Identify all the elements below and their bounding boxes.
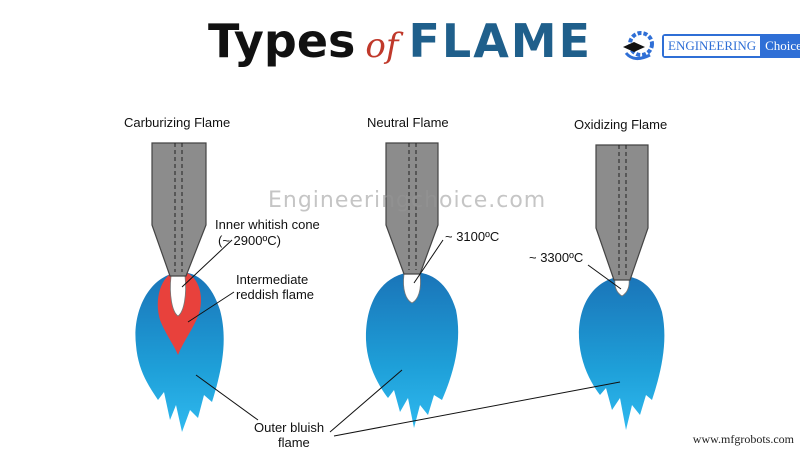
outer-bluish-flame [135, 272, 224, 432]
outer-bluish-flame [365, 272, 459, 428]
torch-nozzle [151, 142, 207, 277]
carburizing-flame-group: Carburizing Flame Inner whitish cone (~ … [124, 115, 320, 432]
logo-word-engineering: ENGINEERING [664, 36, 761, 56]
logo: ENGINEERING Choice [620, 27, 800, 65]
intermediate-label-2: reddish flame [236, 287, 314, 302]
inner-cone-temp: (~ 2900ºC) [218, 233, 281, 248]
watermark: Engineeringchoice.com [268, 188, 547, 213]
outer-flame-label-2: flame [278, 435, 310, 450]
gear-graduation-cap-icon [623, 31, 654, 60]
logo-word-choice: Choice [760, 36, 800, 56]
oxidizing-flame-group: Oxidizing Flame ~ 3300ºC [529, 117, 667, 430]
outer-bluish-flame [578, 276, 665, 430]
neutral-flame-group: Neutral Flame ~ 3100ºC [365, 115, 499, 428]
intermediate-label: Intermediate [236, 272, 308, 287]
inner-whitish-cone [170, 275, 186, 317]
inner-whitish-cone [614, 277, 630, 297]
neutral-temp-label: ~ 3100ºC [445, 229, 499, 244]
credit-text: www.mfgrobots.com [692, 432, 794, 446]
title-part3: FLAME [408, 14, 593, 68]
carburizing-flame-label: Carburizing Flame [124, 115, 230, 130]
outer-flame-label: Outer bluish [254, 420, 324, 435]
inner-whitish-cone [403, 273, 421, 304]
neutral-flame-label: Neutral Flame [367, 115, 449, 130]
inner-cone-label: Inner whitish cone [215, 217, 320, 232]
title-part2: of [365, 26, 399, 66]
title-part1: Types [207, 14, 356, 68]
oxidizing-flame-label: Oxidizing Flame [574, 117, 667, 132]
torch-nozzle [595, 144, 649, 281]
oxidizing-temp-label: ~ 3300ºC [529, 250, 583, 265]
